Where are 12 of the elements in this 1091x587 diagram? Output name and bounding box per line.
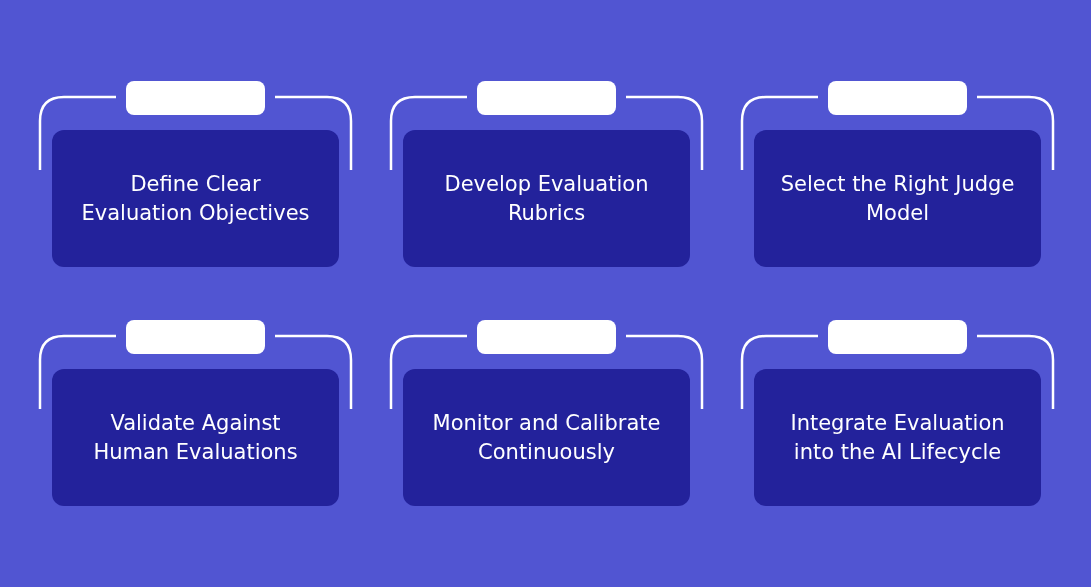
step-box xyxy=(754,130,1041,267)
step-label: Select the Right Judge Model xyxy=(780,170,1015,227)
step-label: Develop Evaluation Rubrics xyxy=(443,170,650,227)
step-box xyxy=(52,369,339,506)
step-label: Integrate Evaluation into the AI Lifecycle xyxy=(789,409,1006,466)
step-label: Validate Against Human Evaluations xyxy=(92,409,299,466)
step-label: Define Clear Evaluation Objectives xyxy=(80,170,311,227)
step-box xyxy=(403,130,690,267)
step-box xyxy=(52,130,339,267)
step-label: Monitor and Calibrate Continuously xyxy=(431,409,662,466)
step-box xyxy=(754,369,1041,506)
step-box xyxy=(403,369,690,506)
